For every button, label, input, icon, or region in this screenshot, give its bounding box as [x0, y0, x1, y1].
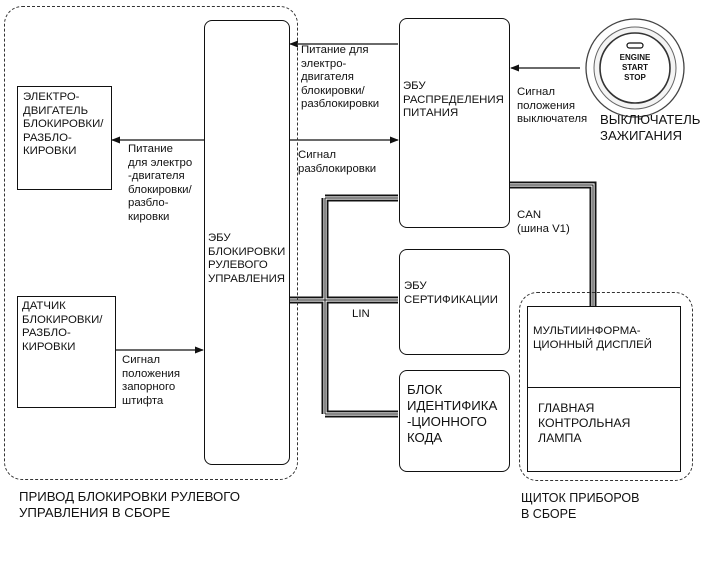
- certification-ecu-box: ЭБУ СЕРТИФИКАЦИИ: [399, 249, 510, 355]
- lock-sensor-box: ДАТЧИК БЛОКИРОВКИ/ РАЗБЛО- КИРОВКИ: [17, 296, 116, 408]
- lin-bus-label: LIN: [352, 308, 370, 320]
- power-to-ecu-label: Питание для электро- двигателя блокировк…: [301, 44, 380, 111]
- ignition-switch-label: ВЫКЛЮЧАТЕЛЬ ЗАЖИГАНИЯ: [600, 112, 701, 143]
- id-code-box-label: БЛОК ИДЕНТИФИКА -ЦИОННОГО КОДА: [407, 382, 498, 445]
- power-to-motor-label: Питание для электро -двигателя блокировк…: [128, 143, 193, 223]
- certification-ecu-label: ЭБУ СЕРТИФИКАЦИИ: [404, 280, 498, 306]
- power-distribution-ecu-box: ЭБУ РАСПРЕДЕЛЕНИЯ ПИТАНИЯ: [399, 18, 510, 228]
- lin-bus-lines: [290, 194, 398, 418]
- multi-info-display-box: МУЛЬТИИНФОРМА- ЦИОННЫЙ ДИСПЛЕЙ: [527, 306, 681, 388]
- engine-start-stop-text: ENGINE START STOP: [619, 53, 651, 82]
- instrument-cluster-caption: ЩИТОК ПРИБОРОВ В СБОРЕ: [521, 491, 640, 521]
- steering-lock-ecu-box: ЭБУ БЛОКИРОВКИ РУЛЕВОГО УПРАВЛЕНИЯ: [204, 20, 290, 465]
- steering-lock-assembly-outline: [4, 6, 298, 480]
- lock-motor-label: ЭЛЕКТРО- ДВИГАТЕЛЬ БЛОКИРОВКИ/ РАЗБЛО- К…: [23, 91, 104, 158]
- pin-position-label: Сигнал положения запорного штифта: [122, 354, 181, 407]
- steering-lock-ecu-label: ЭБУ БЛОКИРОВКИ РУЛЕВОГО УПРАВЛЕНИЯ: [208, 232, 286, 285]
- can-bus-label: CAN (шина V1): [517, 209, 570, 235]
- can-bus-lines: [510, 181, 597, 306]
- lock-motor-box: ЭЛЕКТРО- ДВИГАТЕЛЬ БЛОКИРОВКИ/ РАЗБЛО- К…: [17, 86, 112, 190]
- master-warning-box: ГЛАВНАЯ КОНТРОЛЬНАЯ ЛАМПА: [527, 387, 681, 472]
- lock-sensor-label: ДАТЧИК БЛОКИРОВКИ/ РАЗБЛО- КИРОВКИ: [22, 300, 103, 353]
- instrument-cluster-outline: [519, 292, 693, 481]
- master-warning-label: ГЛАВНАЯ КОНТРОЛЬНАЯ ЛАМПА: [538, 401, 631, 445]
- unlock-signal-label: Сигнал разблокировки: [298, 149, 377, 175]
- steering-lock-assembly-caption: ПРИВОД БЛОКИРОВКИ РУЛЕВОГО УПРАВЛЕНИЯ В …: [19, 489, 240, 520]
- signal-arrows: [111, 40, 580, 354]
- id-code-box: БЛОК ИДЕНТИФИКА -ЦИОННОГО КОДА: [399, 370, 510, 472]
- power-distribution-ecu-label: ЭБУ РАСПРЕДЕЛЕНИЯ ПИТАНИЯ: [403, 80, 504, 120]
- engine-start-stop-button-icon: [585, 18, 685, 118]
- switch-position-label: Сигнал положения выключателя: [517, 86, 588, 126]
- multi-info-display-label: МУЛЬТИИНФОРМА- ЦИОННЫЙ ДИСПЛЕЙ: [533, 325, 652, 351]
